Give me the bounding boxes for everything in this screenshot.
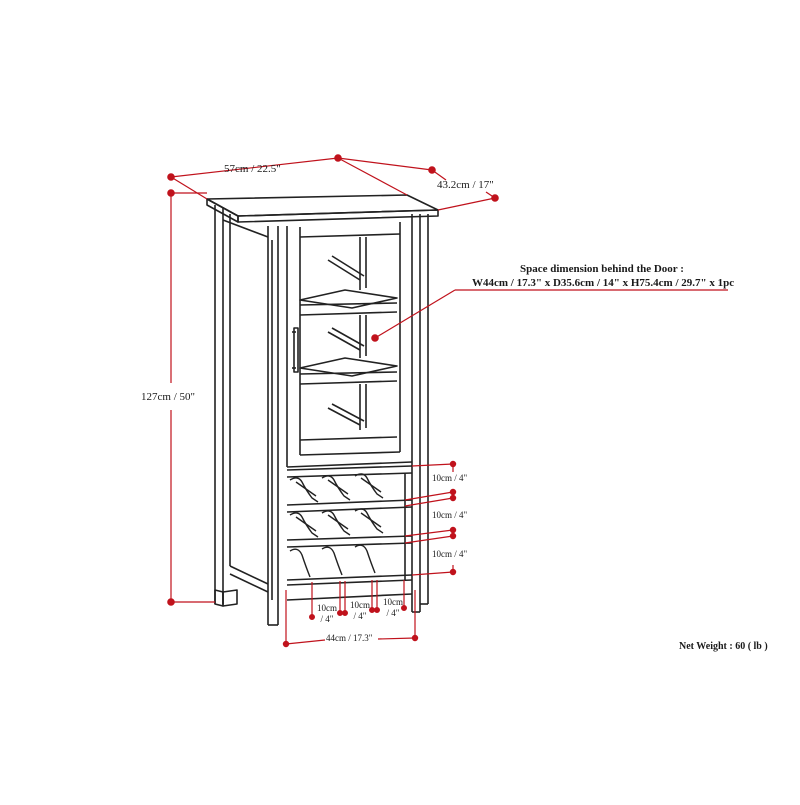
height-dimension-label: 127cm / 50" [141, 391, 195, 403]
rack-slot-width-2-bottom: / 4" [353, 611, 367, 621]
rack-slot-width-1-bottom: / 4" [320, 614, 334, 624]
net-weight-label: Net Weight : 60 ( lb ) [679, 641, 768, 652]
inner-space-title: Space dimension behind the Door : [520, 263, 684, 275]
width-dimension-label: 57cm / 22.5" [224, 163, 281, 175]
rack-slot-width-3-top: 10cm [383, 597, 403, 607]
dimension-lines [167, 154, 728, 648]
wine-rack-dividers [289, 473, 384, 578]
cabinet-outline [206, 194, 439, 626]
depth-dimension-label: 43.2cm / 17" [437, 179, 494, 191]
rack-slot-width-3-bottom: / 4" [386, 608, 400, 618]
inner-space-value: W44cm / 17.3" x D35.6cm / 14" x H75.4cm … [472, 277, 735, 289]
rack-total-width-label: 44cm / 17.3" [326, 633, 373, 643]
rack-row-height-1: 10cm / 4" [432, 473, 468, 483]
rack-row-height-2: 10cm / 4" [432, 510, 468, 520]
rack-slot-width-2-top: 10cm [350, 600, 370, 610]
rack-slot-width-1-top: 10cm [317, 603, 337, 613]
rack-row-height-3: 10cm / 4" [432, 549, 468, 559]
